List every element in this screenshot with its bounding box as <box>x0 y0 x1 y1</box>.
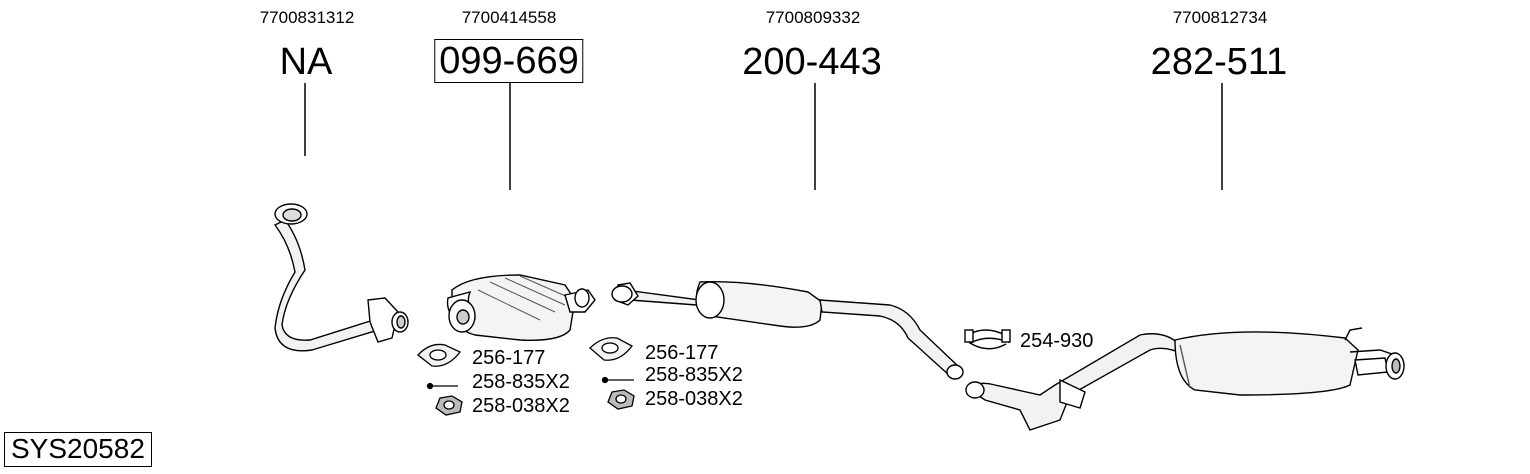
clamp-label: 254-930 <box>1020 330 1094 352</box>
front-pipe-drawing <box>273 203 409 352</box>
fittings-group-2-icons <box>589 337 635 410</box>
part-number-middle-silencer: 200-443 <box>742 41 882 83</box>
system-code-label: SYS20582 <box>4 432 152 467</box>
part-number-front-pipe: NA <box>279 41 333 83</box>
oe-number-middle-silencer: 7700809332 <box>765 8 861 27</box>
part-number-catalyst: 099-669 <box>434 39 584 83</box>
fitting-label-bolt-1: 258-835X2 <box>472 371 570 393</box>
part-number-rear-silencer: 282-511 <box>1150 41 1288 83</box>
fitting-label-nut-2: 258-038X2 <box>645 388 743 410</box>
fitting-label-nut-1: 258-038X2 <box>472 395 570 417</box>
middle-silencer-drawing <box>611 281 964 380</box>
fitting-label-bolt-2: 258-835X2 <box>645 364 743 386</box>
oe-number-front-pipe: 7700831312 <box>259 8 355 27</box>
fitting-label-gasket-1: 256-177 <box>472 347 546 369</box>
fittings-group-1-icons <box>417 343 463 416</box>
fitting-label-gasket-2: 256-177 <box>645 342 719 364</box>
rear-silencer-drawing <box>965 327 1405 431</box>
oe-number-catalyst: 7700414558 <box>461 8 557 27</box>
catalytic-converter-drawing <box>446 274 596 341</box>
clamp-drawing <box>964 329 1011 350</box>
oe-number-rear-silencer: 7700812734 <box>1172 8 1268 27</box>
